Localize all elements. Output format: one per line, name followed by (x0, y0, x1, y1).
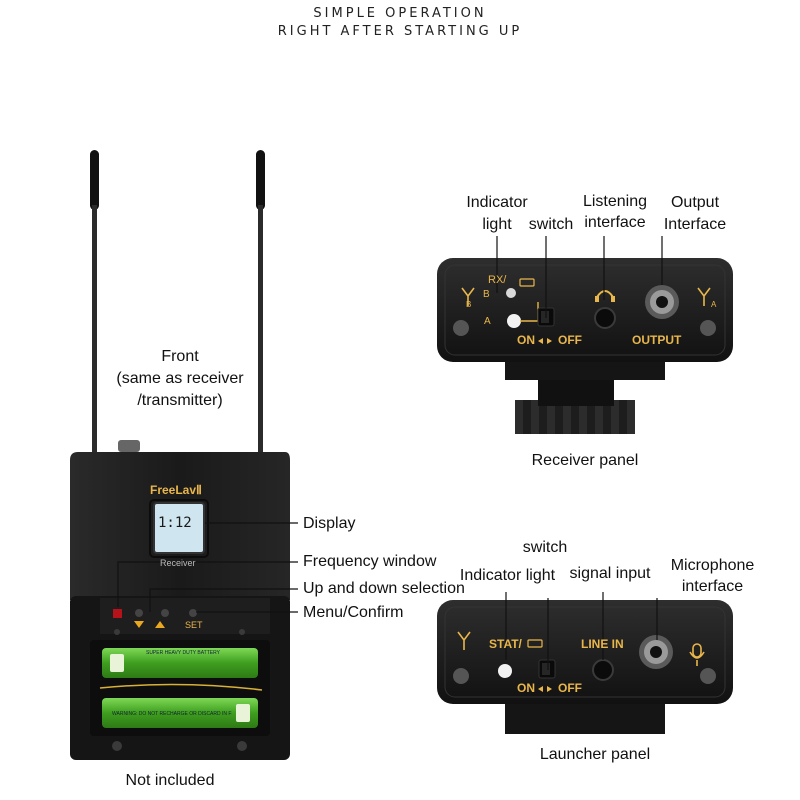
callout-display: Display (303, 515, 356, 532)
receiver-label-on: ON (517, 333, 535, 347)
receiver-callout-output-2: Interface (663, 216, 727, 233)
receiver-callout-indicator-2: light (482, 216, 512, 233)
callout-up-down-selection: Up and down selection (303, 580, 465, 597)
receiver-label-b: B (483, 289, 490, 300)
receiver-callout-output-1: Output (670, 194, 720, 211)
front-caption-line-1: Front (161, 348, 199, 365)
receiver-callout-lines (496, 236, 663, 318)
launcher-callout-switch: switch (522, 539, 568, 556)
launcher-callout-signal: signal input (569, 565, 651, 582)
launcher-callout-mic-2: interface (681, 578, 744, 595)
receiver-label-rx: RX/ (488, 274, 507, 286)
launcher-panel-caption: Launcher panel (539, 746, 651, 763)
receiver-callout-listening-1: Listening (582, 193, 648, 210)
antennas (90, 150, 265, 453)
launcher-callout-mic-1: Microphone (670, 557, 755, 574)
device-display-value: 1:12 (158, 515, 192, 531)
launcher-panel-drawing (437, 600, 733, 734)
receiver-callout-switch: switch (528, 216, 574, 233)
callout-frequency-window: Frequency window (303, 553, 437, 570)
battery-label-2: WARNING: DO NOT RECHARGE OR DISCARD IN F… (112, 711, 232, 717)
receiver-panel-caption: Receiver panel (531, 452, 639, 469)
receiver-antenna-a: A (711, 300, 717, 309)
receiver-label-off: OFF (558, 333, 582, 347)
header-line-2: RIGHT AFTER STARTING UP (277, 24, 523, 39)
receiver-callout-indicator-1: Indicator (466, 194, 528, 211)
receiver-label-a: A (484, 316, 491, 327)
front-caption-line-3: /transmitter) (137, 392, 223, 409)
launcher-callout-lines (505, 592, 658, 670)
battery-label-1: SUPER HEAVY DUTY BATTERY (145, 650, 220, 656)
receiver-label-output: OUTPUT (632, 333, 682, 347)
receiver-panel-drawing (437, 258, 733, 434)
receiver-callout-listening-2: interface (584, 214, 646, 231)
device-body (70, 440, 290, 760)
front-callout-lines (117, 522, 298, 613)
launcher-label-off: OFF (558, 681, 582, 695)
launcher-label-on: ON (517, 681, 535, 695)
launcher-callout-indicator: Indicator light (459, 567, 556, 584)
header-line-1: SIMPLE OPERATION (313, 6, 487, 21)
launcher-label-line-in: LINE IN (581, 637, 624, 651)
device-set-label: SET (185, 620, 203, 630)
callout-menu-confirm: Menu/Confirm (303, 604, 404, 621)
launcher-label-stat: STAT/ (489, 637, 522, 651)
device-brand: FreeLavⅡ (150, 483, 202, 497)
device-model-label: Receiver (160, 558, 196, 568)
receiver-antenna-b: B (466, 300, 472, 309)
front-caption-line-2: (same as receiver (116, 370, 244, 387)
not-included-caption: Not included (125, 772, 215, 789)
